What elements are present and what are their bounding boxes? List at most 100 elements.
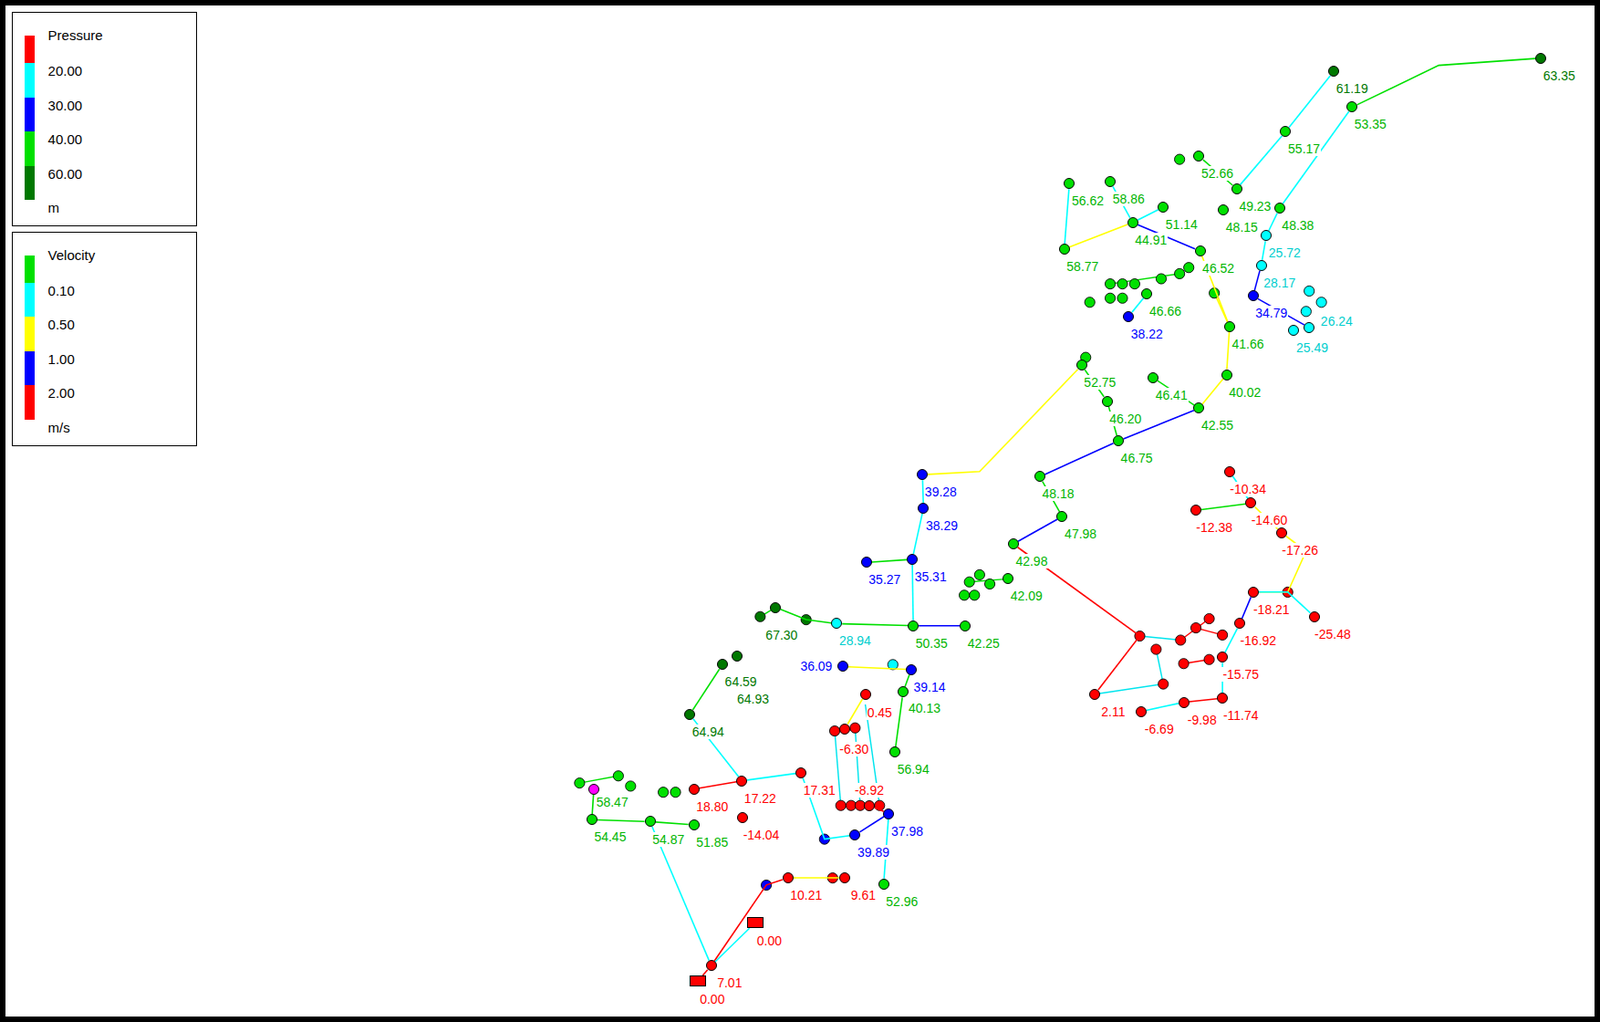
pipe-link <box>793 876 841 879</box>
junction-node: 53.35 <box>1346 101 1358 113</box>
junction-node: 40.02 <box>1221 369 1233 381</box>
junction-dot <box>984 578 995 589</box>
junction-node: 38.29 <box>917 502 929 514</box>
pressure-label: 28.17 <box>1262 275 1297 291</box>
junction-node: 61.19 <box>1328 65 1340 77</box>
pipe-link <box>1254 270 1260 291</box>
pressure-label: -11.74 <box>1222 707 1260 723</box>
pipe-link <box>913 513 923 554</box>
pressure-label: 61.19 <box>1335 81 1370 96</box>
pressure-label: -9.98 <box>1186 712 1218 728</box>
junction-dot <box>1104 279 1115 290</box>
pressure-label: 0.00 <box>698 991 726 1007</box>
junction-dot <box>874 800 885 811</box>
junction-node: 37.98 <box>883 808 894 820</box>
legend-label: m/s <box>48 419 71 437</box>
junction-node: 42.25 <box>959 620 971 632</box>
pipe-link <box>1189 698 1218 702</box>
junction-node: 46.41 <box>1147 372 1159 384</box>
pipe-link <box>895 696 903 747</box>
junction-dot <box>969 590 980 601</box>
pressure-label: 37.98 <box>890 823 925 839</box>
junction-node: 44.91 <box>1127 217 1139 229</box>
legend-swatch <box>24 316 35 351</box>
junction-dot <box>625 780 636 791</box>
junction-node: -15.75 <box>1216 651 1228 663</box>
junction-node: 28.17 <box>1256 259 1268 271</box>
junction-dot <box>658 787 669 798</box>
junction-node: 51.85 <box>688 819 700 831</box>
pipe-link <box>1226 332 1230 370</box>
pressure-label: 42.98 <box>1014 553 1049 569</box>
legend-swatch <box>24 35 35 63</box>
pressure-label: 34.79 <box>1254 305 1289 321</box>
pipe-link <box>904 674 910 686</box>
pressure-label: 25.49 <box>1295 340 1330 355</box>
pressure-label: -14.04 <box>742 827 781 842</box>
legend-swatch <box>24 351 35 385</box>
junction-dot <box>670 787 681 798</box>
junction-dot <box>612 770 624 781</box>
junction-dot <box>1117 279 1128 290</box>
legend-label: 20.00 <box>48 62 84 80</box>
legend-label: 40.00 <box>48 131 84 148</box>
junction-node: 35.31 <box>906 553 918 565</box>
junction-node: 46.52 <box>1194 245 1206 257</box>
junction-node: 25.49 <box>1288 324 1299 336</box>
junction-node: 49.23 <box>1231 183 1243 195</box>
legend-label: 1.00 <box>48 351 75 368</box>
junction-node: 58.86 <box>1104 176 1116 188</box>
junction-node: 17.31 <box>795 767 807 779</box>
pipe-link <box>1064 188 1070 244</box>
junction-node: 34.79 <box>1247 290 1259 302</box>
reservoir-node: 0.00 <box>747 916 764 928</box>
junction-dot <box>835 800 846 811</box>
pressure-label: 10.21 <box>789 887 823 903</box>
pipe-link <box>1262 240 1267 260</box>
junction-dot <box>974 569 985 580</box>
junction-node: 54.45 <box>586 813 598 825</box>
pipe-link <box>1240 135 1283 186</box>
junction-dot <box>1174 154 1185 165</box>
junction-node: 40.13 <box>897 685 909 697</box>
pressure-label: 52.75 <box>1082 374 1117 390</box>
junction-dot <box>574 778 585 789</box>
pressure-label: 58.77 <box>1065 259 1100 274</box>
junction-node: 63.35 <box>1535 52 1547 64</box>
pipe-link <box>859 816 884 832</box>
pipe-link <box>780 609 832 624</box>
pressure-label: 63.35 <box>1542 68 1577 84</box>
junction-node: 10.21 <box>782 872 794 884</box>
pressure-label: 55.17 <box>1287 141 1321 156</box>
junction-dot <box>1084 297 1095 308</box>
pipe-link <box>1132 298 1144 312</box>
junction-node: 2.11 <box>1089 688 1101 700</box>
junction-node: 46.66 <box>1141 288 1153 300</box>
junction-node: 56.94 <box>889 746 901 758</box>
junction-node: -14.04 <box>737 811 749 823</box>
pipe-link <box>1202 378 1224 405</box>
pressure-label: 64.94 <box>691 724 726 739</box>
junction-dot <box>1217 629 1228 640</box>
junction-dot <box>1151 644 1162 655</box>
pressure-label: 9.61 <box>850 887 877 903</box>
pressure-label: 48.18 <box>1040 486 1075 501</box>
junction-node: 0.45 <box>860 688 872 700</box>
pressure-label: 40.13 <box>907 700 942 716</box>
pipe-link <box>841 623 908 626</box>
junction-node: -17.26 <box>1276 527 1288 539</box>
legend-swatch <box>24 97 35 132</box>
pressure-label: 17.31 <box>802 782 837 798</box>
pipe-link <box>715 927 750 962</box>
junction-node: -25.48 <box>1309 611 1320 623</box>
pressure-label: 18.80 <box>695 799 729 814</box>
pressure-label: 42.25 <box>966 635 1001 651</box>
legend-swatch <box>24 255 35 283</box>
pressure-label: 64.59 <box>724 674 759 689</box>
pressure-label: 50.35 <box>914 635 949 651</box>
junction-node: 38.22 <box>1122 311 1134 323</box>
pressure-label: 39.89 <box>856 844 891 860</box>
